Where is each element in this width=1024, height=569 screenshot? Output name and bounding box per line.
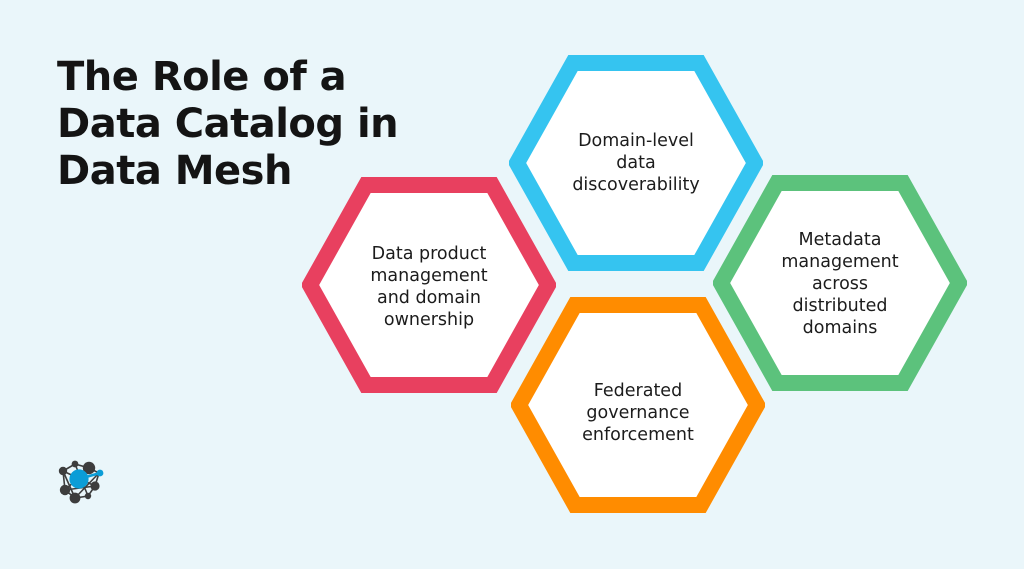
page-title-line-1: The Role of a (57, 54, 347, 100)
network-graph-logo (55, 454, 111, 510)
network-graph-logo-icon (58, 460, 104, 504)
page-title-line-3: Data Mesh (57, 148, 292, 194)
page-title: The Role of a Data Catalog in Data Mesh (57, 54, 457, 195)
hexagon-federated-governance-enforcement[interactable]: Federated governance enforcement (511, 297, 765, 513)
page-title-line-2: Data Catalog in (57, 101, 399, 147)
hexagon-shape-green (713, 175, 967, 391)
hexagon-domain-level-data-discoverability[interactable]: Domain-level data discoverability (509, 55, 763, 271)
hexagon-shape-orange (511, 297, 765, 513)
hexagon-shape-blue (509, 55, 763, 271)
hexagon-shape-pink (302, 177, 556, 393)
